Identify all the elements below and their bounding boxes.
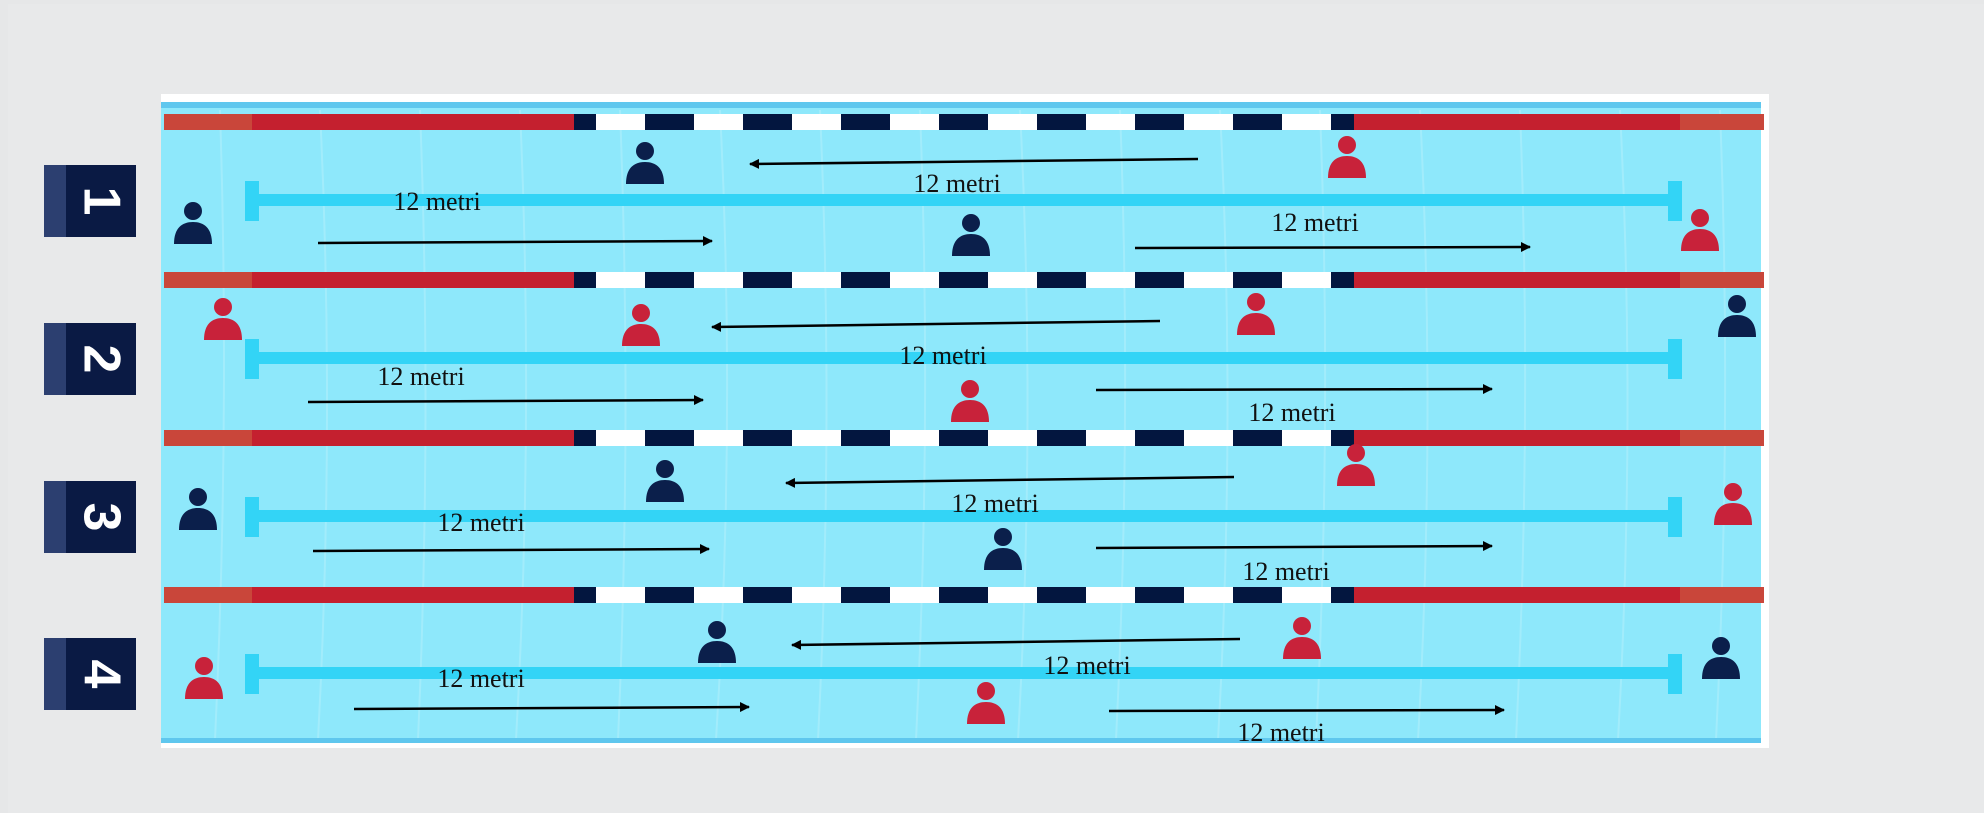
distance-label: 12 metri [437,508,524,537]
lane-rope [164,114,1764,130]
distance-label: 12 metri [393,187,480,216]
arrow-icon [749,157,1199,169]
lane-badge-3: 3 [44,481,136,553]
arrow-icon [785,475,1235,488]
distance-label: 12 metri [913,169,1000,198]
cable [245,497,1682,537]
arrow-icon [312,544,710,555]
distance-label: 12 metri [1043,651,1130,680]
distance-label: 12 metri [899,341,986,370]
arrow-icon [307,395,704,406]
distance-label: 12 metri [1271,208,1358,237]
arrow-icon [353,702,750,713]
distance-label: 12 metri [437,664,524,693]
lane-rope [164,587,1764,603]
arrow-icon [1095,384,1493,395]
arrow-icon [711,319,1161,332]
water [161,102,1761,742]
arrow-icon [1108,705,1505,716]
lane-rope [164,272,1764,288]
pool-edge-bottom [161,738,1761,743]
arrow-icon [1095,541,1493,552]
lane-rope [164,430,1764,446]
lane-badge-1: 1 [44,165,136,237]
distance-label: 12 metri [1237,718,1324,747]
cable [245,654,1682,694]
arrow-icon [791,637,1241,650]
pool-edge-top [161,102,1761,108]
cable [245,339,1682,379]
distance-label: 12 metri [951,489,1038,518]
distance-label: 12 metri [1248,398,1335,427]
arrow-icon [317,236,713,247]
lane-badge-2: 2 [44,323,136,395]
arrow-icon [1134,242,1531,253]
distance-label: 12 metri [1242,557,1329,586]
cable [245,181,1682,221]
lane-badge-4: 4 [44,638,136,710]
distance-label: 12 metri [377,362,464,391]
